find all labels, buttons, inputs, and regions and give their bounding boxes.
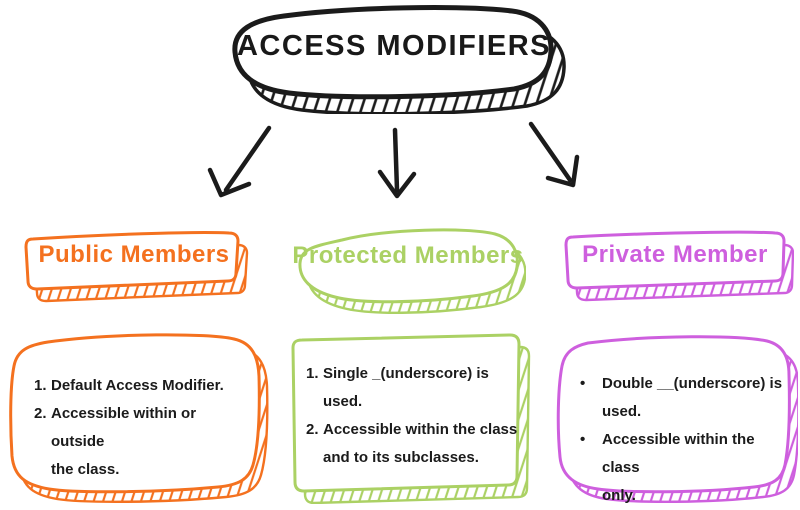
diagram-title: ACCESS MODIFIERS (236, 29, 552, 62)
list-marker: 1. (306, 365, 319, 382)
header-protected-sketch-icon (298, 228, 526, 314)
header-public-members: Public Members (18, 224, 250, 304)
list-item: 1. Single _(underscore) is used. (306, 360, 522, 416)
header-public-label: Public Members (38, 241, 230, 268)
connector-arrows (207, 121, 580, 199)
content-box-public: 1. Default Access Modifier. 2. Accessibl… (2, 328, 270, 504)
content-box-private: • Double __(underscore) is used. • Acces… (548, 330, 798, 504)
header-protected-members: Protected Members (290, 220, 526, 316)
header-private-member: Private Member (556, 224, 794, 304)
arrow-down-right-icon (528, 121, 580, 188)
content-private-list: • Double __(underscore) is used. • Acces… (548, 330, 798, 504)
content-protected-list: 1. Single _(underscore) is used. 2. Acce… (284, 328, 534, 504)
list-item-line: Single _(underscore) is (323, 365, 489, 382)
content-protected-sketch-icon (291, 333, 531, 504)
list-item: • Double __(underscore) is used. (580, 370, 786, 426)
title-box: ACCESS MODIFIERS (222, 2, 566, 114)
list-item-line: the class. (51, 461, 120, 478)
list-item-line: Double __(underscore) is (602, 375, 783, 392)
list-item: 2. Accessible within the class and to it… (306, 416, 522, 472)
list-marker: 2. (306, 421, 319, 438)
list-item-line: Default Access Modifier. (51, 377, 224, 394)
header-protected-label: Protected Members (292, 242, 524, 269)
header-public-sketch-icon (24, 230, 249, 303)
header-private-label: Private Member (582, 241, 768, 268)
list-item: • Accessible within the class only. (580, 426, 786, 510)
list-item-line: used. (602, 403, 642, 420)
list-item-line: Accessible within the class (323, 421, 518, 438)
header-private-sketch-icon (564, 230, 794, 302)
arrow-down-left-icon (207, 125, 272, 198)
content-private-sketch-icon (556, 335, 798, 503)
list-item-line: Accessible within or outside (51, 405, 197, 450)
list-marker: 1. (34, 377, 47, 394)
list-item: 1. Default Access Modifier. (34, 372, 252, 400)
list-item-line: Accessible within the class (602, 431, 755, 476)
bullet-icon: • (580, 431, 586, 448)
list-item-line: only. (602, 487, 636, 504)
list-item-line: and to its subclasses. (323, 449, 479, 466)
list-item: 2. Accessible within or outside the clas… (34, 400, 252, 484)
arrow-down-icon (377, 127, 417, 199)
bullet-icon: • (580, 375, 586, 392)
list-marker: 2. (34, 405, 47, 422)
content-public-list: 1. Default Access Modifier. 2. Accessibl… (2, 328, 270, 504)
content-box-protected: 1. Single _(underscore) is used. 2. Acce… (284, 328, 534, 504)
content-public-sketch-icon (9, 333, 269, 503)
list-item-line: used. (323, 393, 363, 410)
title-box-sketch-icon (232, 5, 566, 114)
